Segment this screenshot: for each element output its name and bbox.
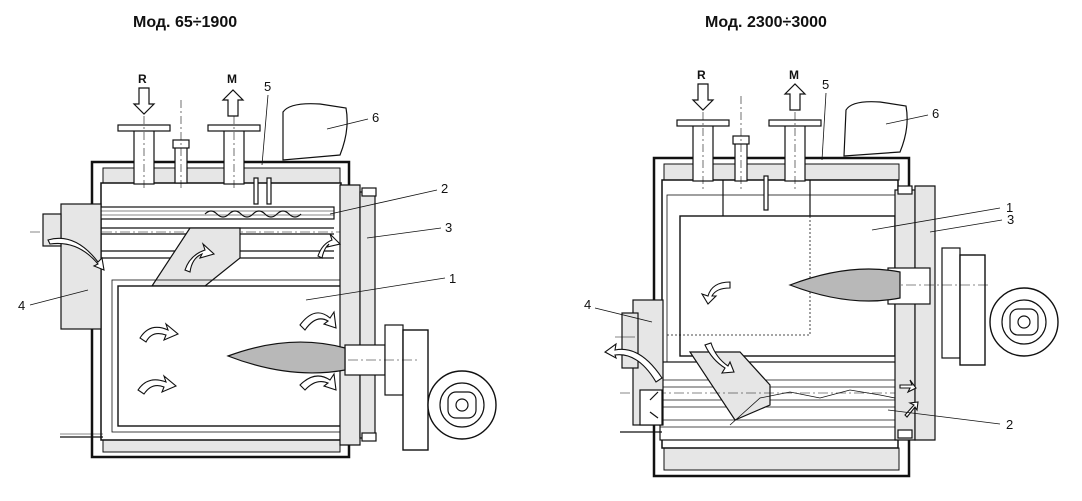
insulation-bottom	[102, 439, 341, 453]
arrow-up-icon	[783, 83, 807, 111]
flame	[788, 268, 901, 302]
callout-2-left: 2	[441, 181, 448, 196]
diagram-right-title: Мод. 2300÷3000	[705, 14, 827, 31]
insulation-bottom	[663, 447, 900, 471]
burner-body	[959, 254, 986, 366]
flow-arrows-left	[47, 233, 342, 395]
flow-arrow-icon	[299, 372, 337, 391]
burner-cover	[843, 101, 908, 157]
io-arrows-right	[691, 83, 807, 111]
arrow-up-icon	[221, 89, 245, 117]
flow-arrow-icon	[700, 281, 731, 305]
arrow-down-icon	[132, 87, 156, 115]
front-door	[339, 184, 361, 446]
turbulator	[204, 210, 302, 218]
inlet-label-left: R	[138, 72, 147, 86]
tube-bundle	[100, 206, 335, 220]
flow-arrow-icon	[299, 310, 337, 331]
callout-2-right: 2	[1006, 417, 1013, 432]
diagram-left-title: Мод. 65÷1900	[133, 14, 238, 31]
burner-body	[402, 329, 429, 451]
flow-arrow-icon	[899, 379, 917, 394]
flow-arrow-icon	[184, 242, 216, 273]
boiler-left	[30, 100, 497, 459]
flow-arrow-icon	[47, 237, 105, 271]
callout-1-left: 1	[449, 271, 456, 286]
callout-6-right: 6	[932, 106, 939, 121]
flow-arrows-right	[603, 281, 919, 419]
flow-arrow-icon	[137, 374, 178, 395]
callout-1-right: 1	[1006, 200, 1013, 215]
arrow-down-icon	[691, 83, 715, 111]
callout-3-left: 3	[445, 220, 452, 235]
outlet-label-right: M	[789, 68, 799, 82]
flow-arrow-icon	[139, 322, 180, 343]
inlet-label-right: R	[697, 68, 706, 82]
callout-4-right: 4	[584, 297, 591, 312]
boiler-right	[615, 96, 1059, 478]
io-arrows-left	[132, 87, 245, 117]
burner-cover	[282, 103, 348, 161]
flow-arrow-icon	[603, 342, 663, 383]
flame	[226, 341, 346, 374]
outlet-label-left: M	[227, 72, 237, 86]
flow-arrow-icon	[317, 233, 342, 259]
flow-arrow-icon	[704, 342, 735, 374]
callout-6-left: 6	[372, 110, 379, 125]
callout-5-right: 5	[822, 77, 829, 92]
callout-5-left: 5	[264, 79, 271, 94]
flow-arrow-icon	[904, 401, 919, 418]
reversal-chamber	[688, 351, 771, 421]
callout-4-left: 4	[18, 298, 25, 313]
callout-3-right: 3	[1007, 212, 1014, 227]
